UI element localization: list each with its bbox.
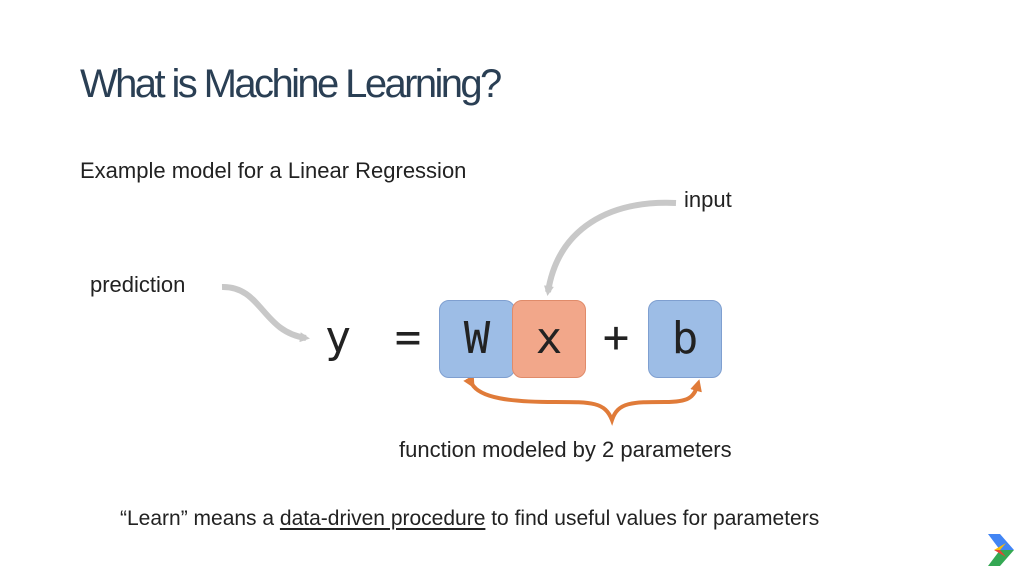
prediction-label: prediction [90,272,186,297]
equals-sign: = [394,312,422,363]
chevron-logo-icon [988,534,1014,566]
footer-note: “Learn” means a data-driven procedure to… [120,507,819,531]
slide-title: What is Machine Learning? [80,62,502,106]
parameters-label: function modeled by 2 parameters [399,437,732,462]
output-symbol: y [324,312,352,363]
footer-text-after: to find useful values for parameters [485,507,820,530]
parameter-brace [463,374,702,426]
prediction-arrow [221,283,310,343]
weight-symbol: W [463,313,491,364]
footer-underlined-phrase: data-driven procedure [279,507,486,530]
input-symbol: x [535,313,563,364]
input-box: x [512,300,586,378]
input-label: input [684,187,732,212]
weight-box: W [439,300,515,378]
footer-text-before: “Learn” means a [120,507,280,530]
slide-subtitle: Example model for a Linear Regression [80,158,467,183]
plus-sign: + [602,312,630,363]
bias-symbol: b [671,313,699,364]
input-arrow [543,199,677,296]
bias-box: b [648,300,722,378]
